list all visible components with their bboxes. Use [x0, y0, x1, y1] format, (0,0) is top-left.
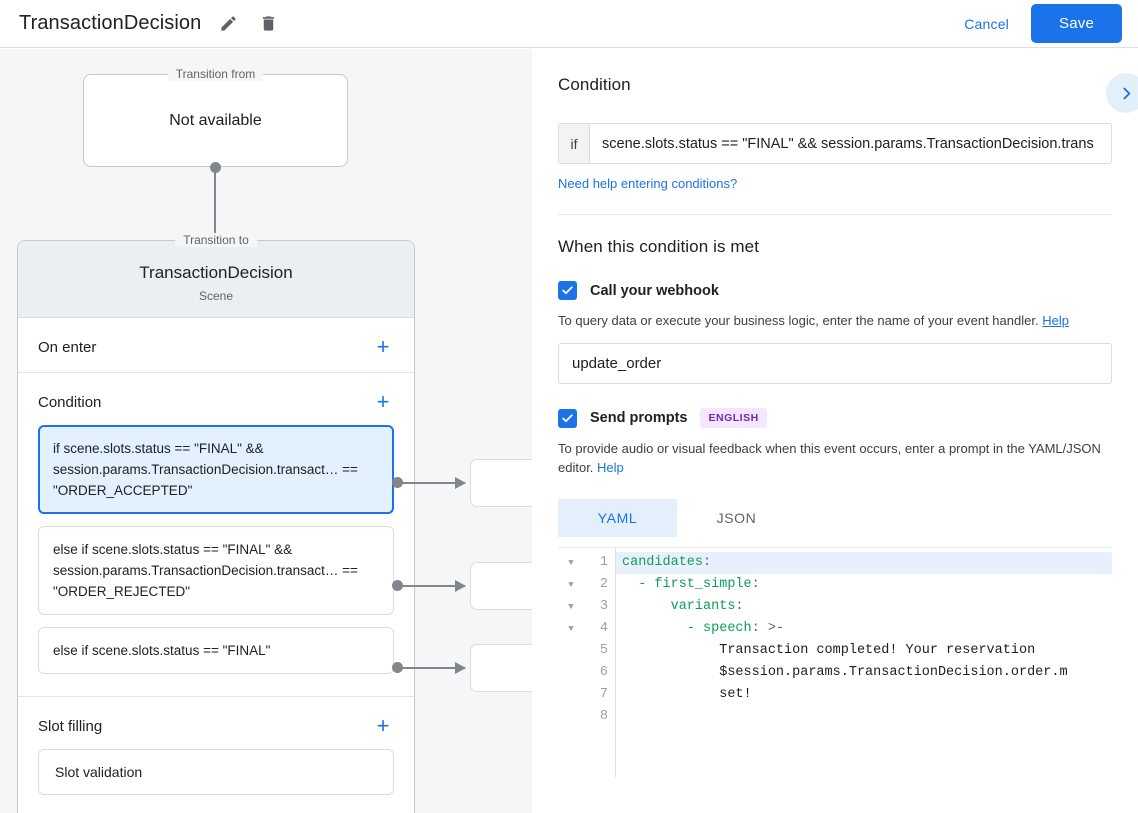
top-bar: TransactionDecision Cancel Save: [0, 0, 1138, 48]
details-panel: Condition if Need help entering conditio…: [532, 49, 1138, 813]
scene-header: TransactionDecision Scene: [18, 241, 414, 318]
editor-line-numbers: 1 2 3 4 5 6 7 8: [584, 548, 616, 777]
condition-list-item[interactable]: if scene.slots.status == "FINAL" && sess…: [38, 425, 394, 514]
code-line: set!: [622, 687, 752, 702]
edge-connector: [401, 662, 466, 674]
condition-help-link[interactable]: Need help entering conditions?: [558, 176, 738, 191]
call-webhook-description-text: To query data or execute your business l…: [558, 313, 1039, 328]
code-line: Transaction completed! Your reservation: [622, 643, 1036, 658]
if-label: if: [559, 124, 590, 163]
section-slot-filling-title: Slot filling: [38, 717, 103, 735]
when-condition-met-heading: When this condition is met: [558, 237, 760, 256]
connector-dot: [392, 477, 403, 488]
section-condition-header: Condition +: [18, 373, 414, 419]
add-slot-filling-button[interactable]: +: [376, 713, 390, 738]
condition-expression-input[interactable]: [590, 124, 1111, 163]
call-webhook-description: To query data or execute your business l…: [558, 311, 1111, 330]
section-slot-filling: Slot filling + Slot validation: [18, 697, 414, 805]
fold-triangle-icon[interactable]: ▼: [568, 580, 574, 590]
send-prompts-description: To provide audio or visual feedback when…: [558, 439, 1111, 477]
fold-triangle-icon[interactable]: ▼: [568, 602, 574, 612]
transition-target-box[interactable]: [470, 459, 532, 507]
line-number: 4: [599, 621, 608, 636]
call-webhook-row: Call your webhook: [558, 281, 1112, 300]
code-line: variants:: [670, 599, 744, 614]
code-line: $session.params.TransactionDecision.orde…: [622, 665, 1068, 680]
pencil-icon[interactable]: [215, 11, 241, 37]
line-number: 8: [599, 709, 608, 724]
transition-from-legend: Transition from: [167, 67, 264, 81]
event-handler-input[interactable]: [558, 343, 1112, 384]
tab-yaml[interactable]: YAML: [558, 499, 677, 537]
section-condition: Condition + if scene.slots.status == "FI…: [18, 373, 414, 697]
call-webhook-label: Call your webhook: [590, 282, 719, 299]
tab-json[interactable]: JSON: [677, 499, 796, 537]
connector-dot: [392, 662, 403, 673]
cancel-button[interactable]: Cancel: [952, 7, 1021, 41]
condition-list-item[interactable]: else if scene.slots.status == "FINAL": [38, 627, 394, 674]
section-condition-title: Condition: [38, 393, 102, 411]
section-on-enter-header: On enter +: [18, 318, 414, 364]
call-webhook-checkbox[interactable]: [558, 281, 577, 300]
code-line: [616, 706, 1112, 728]
line-number: 3: [599, 599, 608, 614]
condition-list: if scene.slots.status == "FINAL" && sess…: [18, 419, 414, 688]
condition-heading: Condition: [558, 75, 631, 94]
transition-to-legend: Transition to: [175, 233, 257, 247]
transition-to-card: TransactionDecision Scene On enter + Con…: [17, 240, 415, 813]
editor-code-area[interactable]: candidates: - first_simple: variants: - …: [616, 548, 1112, 777]
yaml-editor[interactable]: ▼ ▼ ▼ ▼ 1 2 3 4 5 6 7 8 candidates: - fi…: [558, 547, 1112, 777]
transition-target-box[interactable]: [470, 644, 532, 692]
code-line: - speech: >-: [686, 621, 785, 636]
language-badge: ENGLISH: [700, 408, 767, 428]
line-number: 2: [599, 577, 608, 592]
edge-connector: [401, 580, 466, 592]
fold-triangle-icon[interactable]: ▼: [568, 624, 574, 634]
connector-dot: [392, 580, 403, 591]
when-condition-met-section: When this condition is met Call your web…: [532, 215, 1138, 777]
send-prompts-checkbox[interactable]: [558, 408, 577, 428]
transition-target-box[interactable]: [470, 562, 532, 610]
fold-triangle-icon[interactable]: ▼: [568, 558, 574, 568]
code-line: - first_simple:: [638, 577, 760, 592]
section-divider: [558, 214, 1112, 215]
code-line: candidates:: [616, 552, 1112, 574]
editor-fold-column: ▼ ▼ ▼ ▼: [558, 548, 584, 777]
prompts-help-link[interactable]: Help: [597, 460, 624, 475]
add-on-enter-button[interactable]: +: [376, 334, 390, 359]
condition-expression-row: if: [558, 123, 1112, 164]
chevron-right-icon[interactable]: [1106, 73, 1138, 113]
editor-format-tabs: YAML JSON: [558, 499, 1112, 537]
add-condition-button[interactable]: +: [376, 389, 390, 414]
transition-from-value: Not available: [169, 111, 262, 129]
trash-icon[interactable]: [255, 11, 281, 37]
send-prompts-description-text: To provide audio or visual feedback when…: [558, 441, 1101, 475]
section-slot-filling-header: Slot filling +: [18, 697, 414, 743]
scene-name: TransactionDecision: [139, 263, 293, 282]
webhook-help-link[interactable]: Help: [1042, 313, 1069, 328]
line-number: 7: [599, 687, 608, 702]
downward-arrow-icon: [209, 167, 221, 245]
slot-validation-item[interactable]: Slot validation: [38, 749, 394, 795]
line-number: 1: [599, 555, 608, 570]
condition-editor-section: Condition if Need help entering conditio…: [532, 49, 1138, 215]
condition-list-item[interactable]: else if scene.slots.status == "FINAL" &&…: [38, 526, 394, 615]
send-prompts-row: Send prompts ENGLISH: [558, 408, 1112, 428]
line-number: 5: [599, 643, 608, 658]
section-on-enter: On enter +: [18, 318, 414, 373]
edge-connector: [401, 477, 466, 489]
scene-graph-canvas[interactable]: Transition from Not available Transition…: [0, 49, 532, 813]
line-number: 6: [599, 665, 608, 680]
transition-from-box: Transition from Not available: [83, 67, 348, 167]
scene-subtitle: Scene: [198, 289, 234, 303]
page-title: TransactionDecision: [19, 12, 202, 34]
send-prompts-label: Send prompts: [590, 410, 688, 426]
save-button[interactable]: Save: [1031, 4, 1122, 43]
section-on-enter-title: On enter: [38, 338, 97, 356]
topbar-actions: Cancel Save: [952, 4, 1122, 43]
slot-filling-list: Slot validation: [18, 743, 414, 797]
